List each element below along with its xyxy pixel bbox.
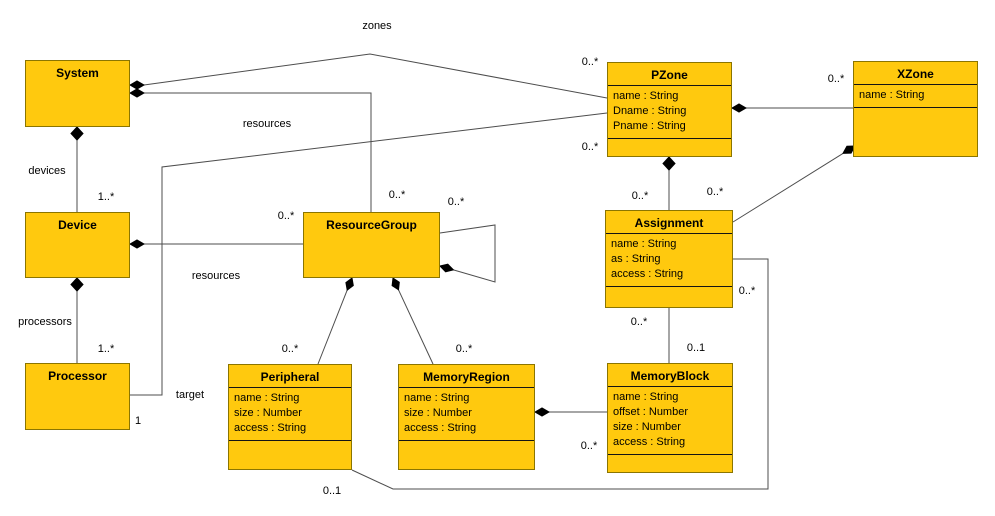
composition-diamond (533, 407, 551, 417)
class-xzone[interactable]: XZone name : String (853, 61, 978, 157)
composition-diamond (128, 88, 146, 98)
attribute: size : Number (234, 407, 302, 419)
edge-device-processor (70, 277, 84, 363)
edge-pzone-assignment (662, 156, 676, 210)
class-title: MemoryRegion (423, 370, 510, 384)
class-memoryblock[interactable]: MemoryBlock name : String offset : Numbe… (607, 363, 733, 473)
attribute: as : String (611, 253, 661, 265)
multiplicity-rg-of-system: 0..* (388, 189, 406, 201)
multiplicity-pzone-target: 0..* (581, 141, 599, 153)
class-attributes: name : String as : String access : Strin… (606, 233, 732, 286)
class-pzone[interactable]: PZone name : String Dname : String Pname… (607, 62, 732, 157)
attribute: access : String (234, 422, 307, 434)
class-title: ResourceGroup (326, 218, 417, 232)
class-title: MemoryBlock (630, 369, 710, 383)
multiplicity-assignment-mb: 0..* (630, 316, 648, 328)
attribute: size : Number (404, 407, 472, 419)
role-label-target: target (175, 389, 205, 401)
edge-system-resourcegroup (128, 88, 372, 212)
class-attributes: name : String Dname : String Pname : Str… (608, 85, 731, 138)
class-title: Device (58, 218, 97, 232)
multiplicity-pzone-zones: 0..* (581, 56, 599, 68)
class-title: Assignment (634, 216, 704, 230)
multiplicity-assignment-pzone: 0..* (631, 190, 649, 202)
edge-resourcegroup-peripheral (317, 277, 354, 365)
attribute: name : String (859, 89, 925, 101)
class-device[interactable]: Device (25, 212, 130, 278)
attribute: name : String (404, 392, 470, 404)
role-label-resources-system: resources (242, 118, 292, 130)
attribute: Pname : String (613, 120, 686, 132)
attribute: name : String (613, 391, 679, 403)
class-title: XZone (897, 67, 934, 81)
edge-device-resourcegroup (128, 239, 303, 249)
attribute: size : Number (613, 421, 681, 433)
multiplicity-assignment-peripheral: 0..* (738, 285, 756, 297)
class-title: Processor (48, 369, 107, 383)
role-label-zones: zones (362, 20, 392, 32)
class-attributes: name : String size : Number access : Str… (229, 387, 351, 440)
composition-diamond (662, 156, 676, 171)
attribute: access : String (404, 422, 477, 434)
class-assignment[interactable]: Assignment name : String as : String acc… (605, 210, 733, 308)
class-title: PZone (651, 68, 688, 82)
role-label-devices: devices (28, 165, 66, 177)
edge-pzone-processor (130, 112, 608, 396)
multiplicity-processors: 1..* (97, 343, 115, 355)
class-resourcegroup[interactable]: ResourceGroup (303, 212, 440, 278)
attribute: offset : Number (613, 406, 688, 418)
class-title: Peripheral (260, 370, 320, 384)
class-title: System (56, 66, 99, 80)
composition-diamond (391, 277, 400, 291)
edge-resourcegroup-memoryregion (391, 277, 434, 365)
attribute: access : String (611, 268, 684, 280)
class-attributes: name : String offset : Number size : Num… (608, 386, 732, 454)
class-memoryregion[interactable]: MemoryRegion name : String size : Number… (398, 364, 535, 470)
composition-diamond (842, 145, 856, 154)
attribute: name : String (234, 392, 300, 404)
multiplicity-devices: 1..* (97, 191, 115, 203)
class-attributes: name : String size : Number access : Str… (399, 387, 534, 440)
edge-pzone-xzone (730, 103, 853, 113)
multiplicity-memoryregion: 0..* (455, 343, 473, 355)
attribute: Dname : String (613, 105, 687, 117)
attribute: name : String (611, 238, 677, 250)
composition-diamond (70, 126, 84, 141)
role-label-resources-device: resources (191, 270, 241, 282)
multiplicity-processor-one: 1 (134, 415, 142, 427)
class-peripheral[interactable]: Peripheral name : String size : Number a… (228, 364, 352, 470)
composition-diamond (730, 103, 748, 113)
class-processor[interactable]: Processor (25, 363, 130, 430)
edge-system-pzone (128, 53, 608, 99)
edge-memoryregion-memoryblock (533, 407, 607, 417)
edge-assignment-peripheral (351, 258, 769, 490)
multiplicity-mb-memoryregion: 0..* (580, 440, 598, 452)
multiplicity-peripheral-assignment: 0..1 (322, 485, 342, 497)
edge-resourcegroup-self (439, 224, 496, 283)
multiplicity-rg-self: 0..* (447, 196, 465, 208)
multiplicity-mb-assignment: 0..1 (686, 342, 706, 354)
composition-diamond (128, 239, 146, 249)
edge-xzone-assignment (732, 145, 856, 223)
edge-system-device (70, 126, 84, 212)
composition-diamond (439, 263, 455, 273)
multiplicity-assignment-xzone: 0..* (706, 186, 724, 198)
attribute: name : String (613, 90, 679, 102)
multiplicity-rg-of-device: 0..* (277, 210, 295, 222)
composition-diamond (345, 277, 354, 291)
composition-diamond (128, 80, 146, 90)
multiplicity-xzone: 0..* (827, 73, 845, 85)
composition-diamond (70, 277, 84, 292)
attribute: access : String (613, 436, 686, 448)
role-label-processors: processors (18, 316, 72, 328)
class-attributes: name : String (854, 84, 977, 107)
multiplicity-peripheral: 0..* (281, 343, 299, 355)
class-system[interactable]: System (25, 60, 130, 127)
